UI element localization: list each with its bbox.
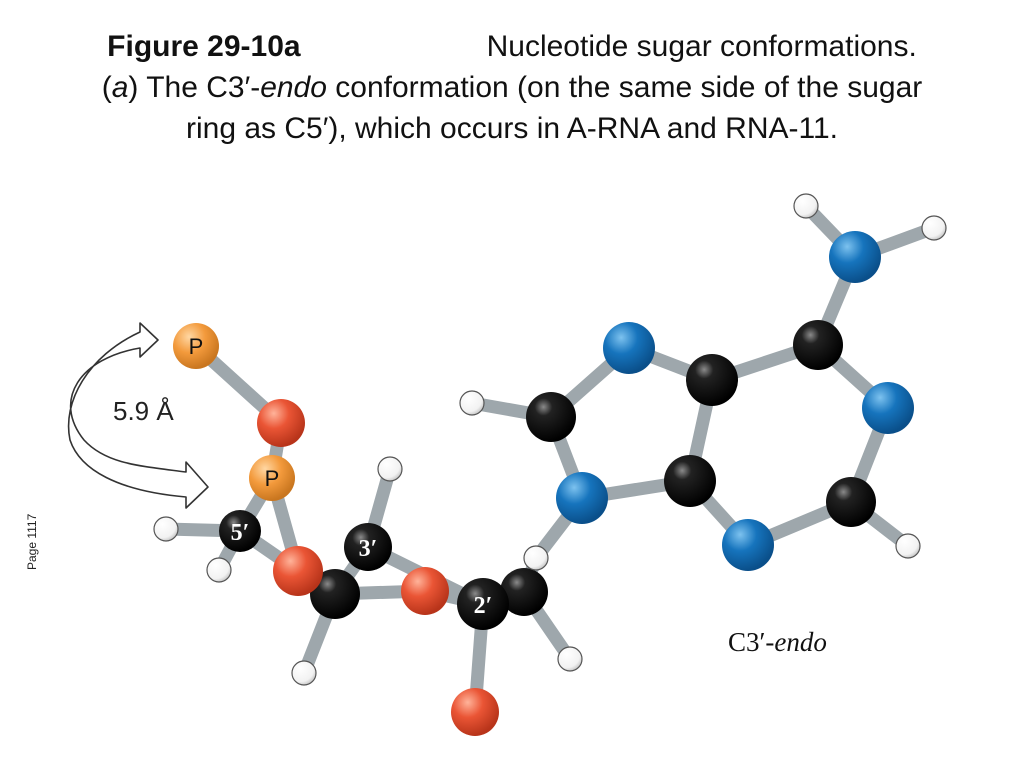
carbon-atom-base [826,477,876,527]
phosphorus-atom-top [173,323,219,369]
caption-text-1: Nucleotide sugar conformations. ( [101,30,917,104]
figure-label: Figure 29-10a [107,30,301,63]
carbon-atom-c1 [500,568,548,616]
carbon-atom-c3 [344,523,392,571]
hydrogen-atom [377,456,403,482]
nitrogen-atom [603,322,655,374]
hydrogen-atom [459,390,485,416]
caption-text-3: conformation (on the same side of the su… [186,71,923,145]
hydrogen-atom-c1 [523,545,549,571]
hydrogen-atom [921,215,947,241]
distance-label: 5.9 Å [113,396,174,426]
carbon-atom-c2 [457,578,509,630]
conformation-word: endo [774,627,826,657]
carbon-atom-base [686,354,738,406]
conformation-prefix: C3′- [728,627,774,657]
hydrogen-atom [153,516,179,542]
nitrogen-atom [829,231,881,283]
hydrogen-atom [557,646,583,672]
caption-endo-word: endo [260,71,327,104]
carbon-atom-base [526,392,576,442]
c3-prime-label: 3′ [359,536,378,562]
phosphorus-atom-lower [249,455,295,501]
distance-arrow [67,322,209,509]
oxygen-atom-o2 [451,688,499,736]
carbon-atom-base [664,455,716,507]
caption-text-2: ) The C3′- [128,71,261,104]
nitrogen-atom [862,382,914,434]
nitrogen-atom [722,519,774,571]
oxygen-atom-o5 [273,546,323,596]
c5-prime-label: 5′ [231,520,250,546]
carbon-atom-c4 [310,569,360,619]
c2-prime-label: 2′ [474,593,493,619]
hydrogen-atom [793,193,819,219]
oxygen-atom-ring [401,567,449,615]
carbon-atom-c5 [219,510,261,552]
hydrogen-atom [206,557,232,583]
phosphorus-label-top: P [189,334,204,359]
conformation-label: C3′-endo [728,627,827,657]
oxygen-atom [257,399,305,447]
carbon-atom-base [793,320,843,370]
hydrogen-atom [291,660,317,686]
nitrogen-atom [556,472,608,524]
hydrogen-atoms [153,193,947,686]
phosphorus-label-lower: P [265,466,280,491]
hydrogen-atom [895,533,921,559]
caption-part-letter: a [111,71,129,104]
